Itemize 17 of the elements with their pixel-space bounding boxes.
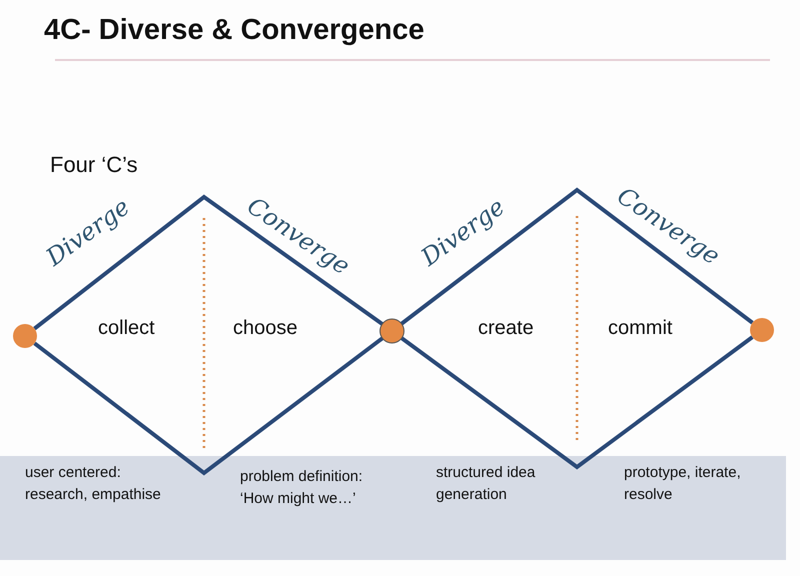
phase-label: choose bbox=[233, 317, 298, 340]
phase-label: collect bbox=[98, 317, 155, 340]
description-text: prototype, iterate, resolve bbox=[624, 463, 742, 505]
title: 4C- Diverse & Convergence bbox=[44, 14, 424, 47]
description-text: user centered: research, empathise bbox=[25, 463, 162, 505]
diamond-line bbox=[33, 336, 384, 476]
junction-dot bbox=[750, 318, 774, 342]
description-text: problem definition: ‘How might we…’ bbox=[240, 467, 364, 509]
subtitle: Four ‘C’s bbox=[50, 152, 138, 178]
description-text: structured idea generation bbox=[436, 463, 536, 505]
junction-dot bbox=[380, 318, 404, 344]
phase-label: commit bbox=[608, 317, 672, 340]
junction-dot bbox=[13, 324, 37, 348]
diamond-line bbox=[400, 187, 754, 326]
phase-label: create bbox=[478, 317, 534, 340]
diamond-line bbox=[400, 336, 754, 470]
diamond-line bbox=[33, 194, 384, 330]
